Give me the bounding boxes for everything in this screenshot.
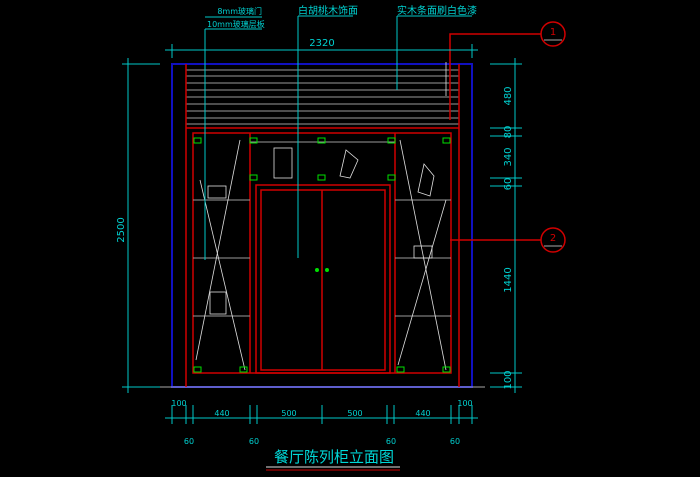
dim-right-100: 100 — [503, 370, 514, 389]
dim-right — [490, 58, 522, 393]
dim-right-60: 60 — [503, 178, 514, 191]
door-knob-icon — [315, 268, 319, 272]
dim-bottom-60: 60 — [450, 437, 460, 446]
door-knob-icon — [325, 268, 329, 272]
dim-bottom-60: 60 — [184, 437, 194, 446]
dim-right-480: 480 — [503, 86, 514, 105]
center-double-door — [255, 184, 391, 374]
label-walnut-veneer: 白胡桃木饰面 — [298, 4, 358, 17]
drawing-title: 餐厅陈列柜立面图 — [274, 448, 394, 466]
label-glass-shelf: 10mm玻璃层板 — [207, 19, 265, 29]
dim-bottom-440-right: 440 — [415, 409, 430, 418]
dim-bottom-60: 60 — [249, 437, 259, 446]
label-white-paint-strip: 实木条面刷白色漆 — [397, 4, 477, 17]
dim-right-1440: 1440 — [503, 267, 514, 292]
dim-bottom-100-right: 100 — [457, 399, 472, 408]
top-white-strips — [186, 62, 459, 125]
hinge-markers — [193, 137, 451, 373]
section-callout-1[interactable]: 1 — [540, 21, 566, 47]
dim-right-80: 80 — [503, 126, 514, 139]
dim-total-height: 2500 — [116, 217, 127, 242]
decor-vases — [207, 147, 435, 315]
section-callout-2[interactable]: 2 — [540, 227, 566, 253]
dim-right-340: 340 — [503, 147, 514, 166]
label-glass-door: 8mm玻璃门 — [217, 6, 262, 16]
dim-total-width: 2320 — [309, 38, 334, 49]
dim-bottom — [165, 405, 478, 424]
dim-bottom-100-left: 100 — [171, 399, 186, 408]
glass-shelves — [193, 139, 451, 371]
dim-bottom-500-left: 500 — [281, 409, 296, 418]
svg-text:1: 1 — [550, 27, 556, 38]
dim-bottom-500-right: 500 — [347, 409, 362, 418]
leader-lines — [204, 15, 541, 260]
dim-left — [122, 58, 160, 393]
dim-bottom-440-left: 440 — [214, 409, 229, 418]
dim-top — [165, 44, 478, 58]
dim-bottom-60: 60 — [386, 437, 396, 446]
svg-text:2: 2 — [550, 233, 556, 244]
